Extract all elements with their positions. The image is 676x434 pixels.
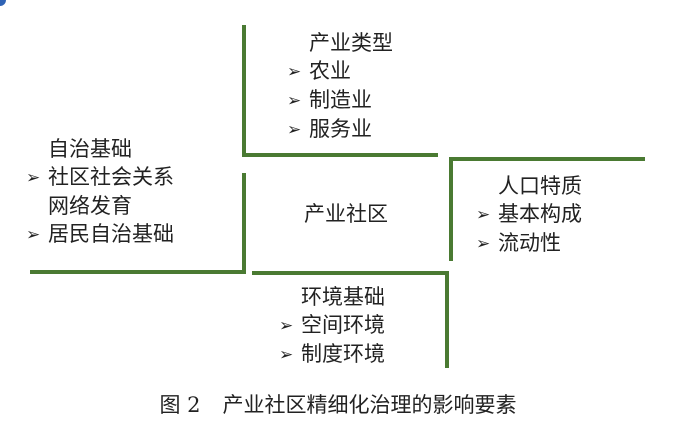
list-item-label: 流动性 bbox=[498, 231, 561, 255]
figure-caption-text: 产业社区精细化治理的影响要素 bbox=[222, 393, 517, 417]
arrow-bullet-icon: ➢ bbox=[279, 345, 294, 365]
arrow-bullet-icon: ➢ bbox=[287, 91, 302, 111]
list-item-label: 居民自治基础 bbox=[48, 222, 174, 246]
list-item: ➢ 社区社会关系 网络发育 bbox=[26, 163, 174, 220]
divider-right-horizontal bbox=[449, 157, 645, 161]
list-item-label: 服务业 bbox=[309, 117, 372, 141]
list-item: ➢ 制度环境 bbox=[279, 340, 385, 369]
list-item: ➢ 制造业 bbox=[287, 86, 393, 115]
population-traits-title: 人口特质 bbox=[498, 174, 582, 198]
list-item-label: 空间环境 bbox=[301, 313, 385, 337]
list-item: ➢ 基本构成 bbox=[476, 200, 582, 229]
list-item-label: 社区社会关系 bbox=[48, 165, 174, 189]
corner-dot-icon bbox=[0, 0, 6, 6]
population-traits-block: 人口特质 ➢ 基本构成 ➢ 流动性 bbox=[476, 172, 582, 258]
arrow-bullet-icon: ➢ bbox=[476, 205, 491, 225]
list-item-label: 制造业 bbox=[309, 88, 372, 112]
autonomy-basis-block: 自治基础 ➢ 社区社会关系 网络发育 ➢ 居民自治基础 bbox=[26, 135, 174, 249]
arrow-bullet-icon: ➢ bbox=[476, 234, 491, 254]
center-label: 产业社区 bbox=[304, 202, 388, 226]
arrow-bullet-icon: ➢ bbox=[287, 120, 302, 140]
list-item: ➢ 农业 bbox=[287, 57, 393, 86]
list-item-label: 农业 bbox=[309, 59, 351, 83]
arrow-bullet-icon: ➢ bbox=[26, 168, 41, 188]
list-item: ➢ 空间环境 bbox=[279, 311, 385, 340]
list-item-label-continued: 网络发育 bbox=[48, 194, 132, 218]
industry-type-title: 产业类型 bbox=[309, 31, 393, 55]
divider-bottom-vertical bbox=[445, 271, 449, 368]
list-item: ➢ 居民自治基础 bbox=[26, 220, 174, 249]
environment-basis-title: 环境基础 bbox=[301, 285, 385, 309]
list-item: ➢ 服务业 bbox=[287, 115, 393, 144]
industry-type-block: 产业类型 ➢ 农业 ➢ 制造业 ➢ 服务业 bbox=[287, 29, 393, 144]
autonomy-basis-title: 自治基础 bbox=[48, 137, 132, 161]
arrow-bullet-icon: ➢ bbox=[287, 62, 302, 82]
environment-basis-block: 环境基础 ➢ 空间环境 ➢ 制度环境 bbox=[279, 283, 385, 369]
figure-caption: 图 2 产业社区精细化治理的影响要素 bbox=[0, 391, 676, 419]
divider-left-vertical bbox=[242, 173, 246, 274]
divider-top-horizontal bbox=[242, 153, 438, 157]
divider-top-vertical bbox=[242, 25, 246, 157]
divider-bottom-horizontal bbox=[252, 271, 449, 275]
arrow-bullet-icon: ➢ bbox=[26, 225, 41, 245]
figure-number: 图 2 bbox=[159, 393, 201, 417]
list-item-label: 制度环境 bbox=[301, 342, 385, 366]
divider-right-vertical bbox=[449, 157, 453, 261]
list-item-label: 基本构成 bbox=[498, 202, 582, 226]
divider-left-horizontal bbox=[30, 270, 246, 274]
arrow-bullet-icon: ➢ bbox=[279, 316, 294, 336]
list-item: ➢ 流动性 bbox=[476, 229, 582, 258]
